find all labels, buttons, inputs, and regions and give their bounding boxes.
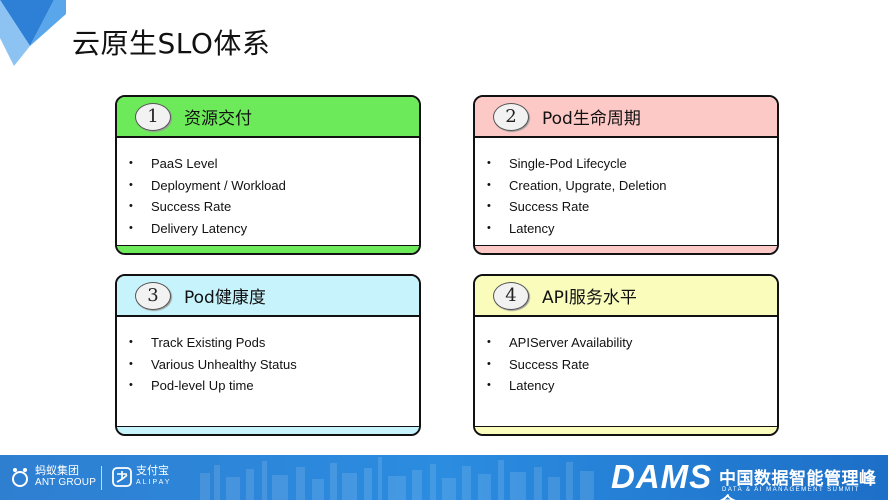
bullet-icon: • (129, 178, 133, 191)
list-item: •PaaS Level (129, 153, 419, 175)
card-header: 4 API服务水平 (475, 276, 777, 317)
ant-icon (12, 468, 28, 487)
number-badge: 1 (135, 102, 171, 131)
number-badge: 3 (135, 281, 171, 310)
alipay-logo: 支付宝 ALIPAY (112, 465, 171, 489)
ant-group-en-label: ANT GROUP (35, 477, 97, 488)
alipay-en-label: ALIPAY (136, 479, 172, 486)
card-resource-delivery: 1 资源交付 •PaaS Level •Deployment / Workloa… (115, 95, 421, 255)
card-title: API服务水平 (542, 288, 637, 308)
card-header: 2 Pod生命周期 (475, 97, 777, 138)
card-body: •APIServer Availability •Success Rate •L… (475, 317, 777, 397)
alipay-cn-label: 支付宝 (136, 464, 169, 477)
bullet-icon: • (129, 357, 133, 370)
ant-group-cn-label: 蚂蚁集团 (35, 464, 79, 477)
bullet-icon: • (487, 221, 491, 234)
card-body: •Single-Pod Lifecycle •Creation, Upgrate… (475, 138, 777, 239)
list-item: •Creation, Upgrate, Deletion (487, 175, 777, 197)
dams-cn-title: 中国数据智能管理峰会 (719, 469, 877, 500)
dams-en-subtitle: DATA & AI MANAGEMENT SUMMIT (722, 487, 860, 493)
list-item: •Track Existing Pods (129, 332, 419, 354)
bullet-icon: • (129, 221, 133, 234)
card-api-service-level: 4 API服务水平 •APIServer Availability •Succe… (473, 274, 779, 436)
list-item: •Latency (487, 218, 777, 240)
list-item: •APIServer Availability (487, 332, 777, 354)
list-item: •Success Rate (129, 196, 419, 218)
card-header: 1 资源交付 (117, 97, 419, 138)
card-title: Pod生命周期 (542, 109, 641, 129)
card-footer-strip (475, 245, 777, 253)
list-item: •Latency (487, 375, 777, 397)
list-item: •Pod-level Up time (129, 375, 419, 397)
card-pod-health: 3 Pod健康度 •Track Existing Pods •Various U… (115, 274, 421, 436)
bullet-icon: • (487, 178, 491, 191)
bullet-icon: • (487, 357, 491, 370)
list-item: •Deployment / Workload (129, 175, 419, 197)
bullet-icon: • (129, 157, 133, 169)
dams-logo-text: DAMS (611, 458, 713, 495)
card-header: 3 Pod健康度 (117, 276, 419, 317)
corner-logo (0, 0, 66, 66)
list-item: •Success Rate (487, 354, 777, 376)
alipay-icon (112, 467, 132, 487)
card-body: •PaaS Level •Deployment / Workload •Succ… (117, 138, 419, 239)
list-item: •Single-Pod Lifecycle (487, 153, 777, 175)
card-title: 资源交付 (184, 109, 252, 129)
card-footer-strip (475, 426, 777, 434)
card-title: Pod健康度 (184, 288, 266, 308)
card-footer-strip (117, 426, 419, 434)
number-badge: 4 (493, 281, 529, 310)
ant-group-logo: 蚂蚁集团 ANT GROUP (9, 465, 96, 489)
bullet-icon: • (129, 379, 133, 391)
bullet-icon: • (487, 336, 491, 348)
footer-banner: 蚂蚁集团 ANT GROUP 支付宝 ALIPAY DAMS 中国数据智能管理峰… (0, 455, 888, 500)
bullet-icon: • (487, 379, 491, 391)
card-body: •Track Existing Pods •Various Unhealthy … (117, 317, 419, 397)
bullet-icon: • (487, 157, 491, 169)
card-pod-lifecycle: 2 Pod生命周期 •Single-Pod Lifecycle •Creatio… (473, 95, 779, 255)
skyline-decoration (200, 457, 594, 500)
number-badge: 2 (493, 102, 529, 131)
list-item: •Delivery Latency (129, 218, 419, 240)
bullet-icon: • (487, 200, 491, 212)
bullet-icon: • (129, 200, 133, 212)
page-title: 云原生SLO体系 (72, 27, 271, 60)
bullet-icon: • (129, 336, 133, 348)
list-item: •Various Unhealthy Status (129, 354, 419, 376)
card-footer-strip (117, 245, 419, 253)
logo-divider (101, 466, 102, 490)
list-item: •Success Rate (487, 196, 777, 218)
